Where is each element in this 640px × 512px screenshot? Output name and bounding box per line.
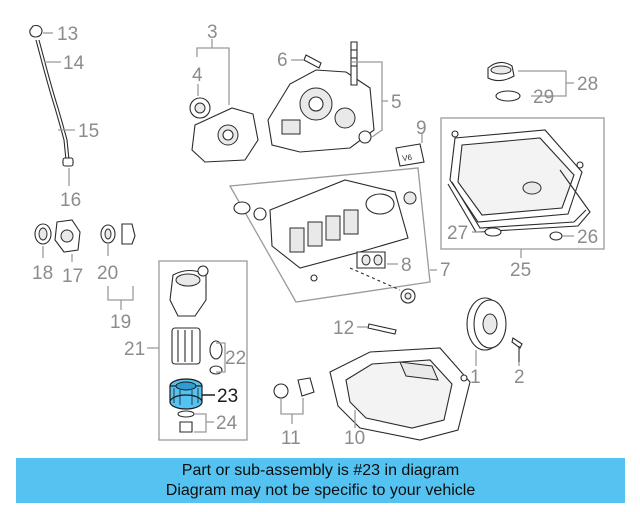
callout-11: 11 [281,428,301,449]
oil-filter-cap-highlighted[interactable] [169,378,203,410]
callout-1: 1 [470,367,481,388]
callout-15: 15 [78,121,99,142]
callout-14: 14 [63,53,85,74]
bolt-12-group [357,323,397,335]
callout-20: 20 [97,263,118,284]
callout-3: 3 [207,22,218,43]
callout-21: 21 [124,339,145,360]
intake-manifold-group [228,167,437,304]
callout-9: 9 [416,118,427,139]
callout-4: 4 [192,65,203,86]
callout-26: 26 [577,227,598,248]
oil-filler-cap-group [487,61,574,102]
callout-2: 2 [514,367,525,388]
oil-pan-group [329,347,471,441]
v6-badge-group: V6 [395,133,425,167]
callout-23: 23 [217,386,238,407]
callout-13: 13 [57,24,78,45]
callout-8: 8 [401,255,412,276]
crank-pulley-group [466,297,523,366]
callout-28: 28 [577,74,598,95]
caption-banner: Part or sub-assembly is #23 in diagram D… [16,458,625,503]
callout-18: 18 [32,263,53,284]
sensor-11-group [273,377,315,424]
caption-line-2: Diagram may not be specific to your vehi… [165,482,476,499]
oil-pressure-sender-group [34,219,136,310]
callout-27: 27 [447,223,468,244]
callout-12: 12 [333,318,354,339]
callout-7: 7 [440,260,451,281]
callout-16: 16 [60,190,81,211]
caption-line-1: Part or sub-assembly is #23 in diagram [181,462,460,479]
valve-cover-group [440,117,605,258]
callout-19: 19 [110,312,131,333]
callout-6: 6 [277,50,288,71]
timing-cover-group [189,39,388,163]
oil-filter-housing-group [147,260,248,441]
callout-17: 17 [62,266,83,287]
dipstick-assembly [29,24,75,186]
callout-22: 22 [225,348,246,369]
callout-5: 5 [391,92,402,113]
callout-24: 24 [216,413,238,434]
callout-10: 10 [344,428,365,449]
callout-25: 25 [510,260,531,281]
svg-text:V6: V6 [402,153,413,163]
callout-29: 29 [533,87,554,108]
